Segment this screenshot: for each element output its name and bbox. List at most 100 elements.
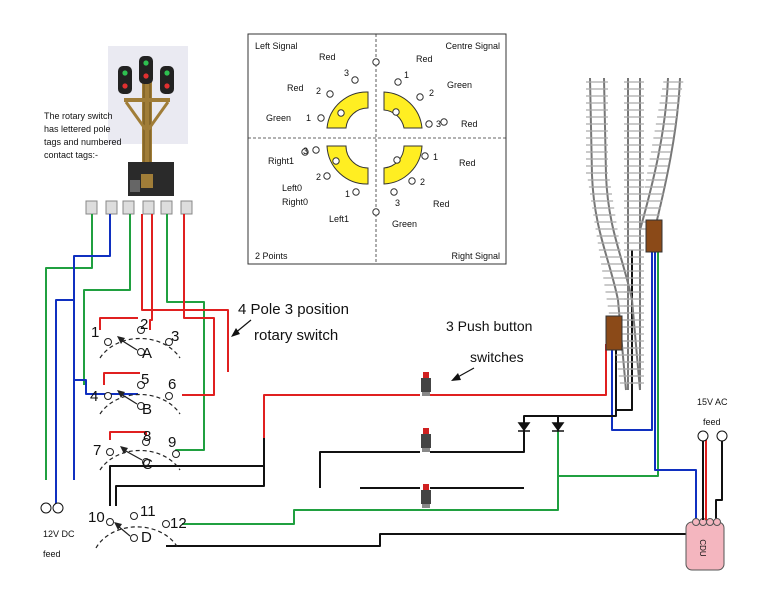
left-signal-head: [118, 66, 132, 94]
diodes: [517, 422, 565, 432]
rotary-switch-title-1: 4 Pole 3 position: [238, 301, 349, 318]
diode-1: [517, 422, 531, 432]
sleepers: [586, 81, 684, 384]
inset-label: Red: [287, 83, 304, 93]
wire-green-4: [182, 430, 559, 525]
contact-10-label: 10: [88, 509, 105, 526]
inset-label: 3: [395, 198, 400, 208]
inset-label: Red: [433, 199, 450, 209]
dc-feed-label-2: feed: [43, 549, 61, 559]
inset-label: 2: [429, 88, 434, 98]
push-button-2: [421, 428, 431, 452]
point-motor-1: [605, 315, 623, 351]
inset-label: 2: [420, 177, 425, 187]
wire-black-9: [166, 533, 696, 547]
inset-label: 1: [433, 152, 438, 162]
contact-8-label: 8: [143, 428, 151, 445]
contact-11-label: 11: [140, 503, 156, 520]
inset-label: 1: [345, 189, 350, 199]
wire-red-8: [430, 344, 607, 396]
wafer-segment-points: [326, 145, 369, 185]
inset-label: Green: [392, 219, 417, 229]
ac-feed-label-2: feed: [703, 417, 721, 427]
wire-red-6: [103, 372, 140, 385]
inset-title-right-signal: Right Signal: [451, 251, 500, 261]
contact-5-label: 5: [141, 371, 149, 388]
push-button-1: [421, 372, 431, 396]
push-buttons-title-2: switches: [470, 349, 524, 365]
inset-label: Right1: [268, 156, 294, 166]
cdu-label: CDU: [698, 539, 707, 557]
inset-label: Green: [266, 113, 291, 123]
inset-label: Left1: [329, 214, 349, 224]
inset-label: 3: [344, 68, 349, 78]
rotary-switch-title-2: rotary switch: [254, 327, 338, 344]
contact-12-label: 12: [170, 515, 187, 532]
wafer-segment-left-signal: [326, 91, 369, 129]
dc-feed-label-1: 12V DC: [43, 529, 75, 539]
centre-signal-head: [139, 56, 153, 84]
wire-black-1: [109, 460, 265, 506]
rotary-switch: 1 2 3 A 4 5 6 B 7: [88, 316, 187, 549]
inset-label: 1: [404, 70, 409, 80]
ac-feed: [697, 430, 728, 520]
wire-black-11: [715, 440, 723, 520]
pole-a-label: A: [142, 345, 152, 362]
inset-label: 1: [306, 113, 311, 123]
pole-b-label: B: [142, 401, 152, 418]
inset-label: Red: [319, 52, 336, 62]
wafer-contacts: [301, 58, 448, 216]
inset-title-centre-signal: Centre Signal: [445, 41, 500, 51]
push-buttons-title-1: 3 Push button: [446, 318, 532, 334]
inset-title-points: 2 Points: [255, 251, 288, 261]
contact-7-label: 7: [93, 442, 101, 459]
dc-feed: [40, 502, 64, 514]
wire-blue-1: [73, 214, 111, 480]
inset-label: 3: [303, 146, 308, 156]
wafer-segment-centre-signal: [383, 91, 423, 129]
inset-label: Left0: [282, 183, 302, 193]
wire-blue-4: [611, 250, 653, 431]
inset-label: 2: [316, 172, 321, 182]
pole-b: 4 5 6 B: [90, 371, 181, 418]
cdu-terminals: [692, 518, 721, 526]
wire-blue-3: [74, 379, 138, 395]
inset-label: 3: [436, 119, 441, 129]
inset-frame: [247, 33, 507, 265]
signal-mast: [108, 46, 188, 196]
signal-post: [142, 82, 152, 178]
signal-tags: [85, 200, 193, 215]
contact-2-label: 2: [140, 316, 148, 333]
inset-label: Red: [416, 54, 433, 64]
contact-3-label: 3: [171, 328, 179, 345]
contact-1-label: 1: [91, 324, 99, 341]
inset-label: 2: [316, 86, 321, 96]
contact-4-label: 4: [90, 388, 98, 405]
inset-label: Green: [447, 80, 472, 90]
rotary-wafer-inset: Left Signal Centre Signal 2 Points Right…: [247, 33, 507, 265]
pole-c-label: C: [142, 456, 153, 473]
intro-line-4: contact tags:-: [44, 150, 98, 160]
inset-label: Red: [461, 119, 478, 129]
intro-note: The rotary switch has lettered pole tags…: [44, 111, 122, 160]
diode-2: [551, 422, 565, 432]
intro-line-1: The rotary switch: [44, 111, 113, 121]
contact-9-label: 9: [168, 434, 176, 451]
pole-d: 10 11 12 D: [88, 503, 187, 549]
wire-red-4: [99, 317, 138, 330]
wire-blue-5: [654, 250, 697, 520]
pole-a: 1 2 3 A: [91, 316, 181, 362]
ac-feed-label-1: 15V AC: [697, 397, 728, 407]
inset-label: Red: [459, 158, 476, 168]
right-signal-head: [160, 66, 174, 94]
wire-green-1: [45, 214, 93, 480]
push-arrow-icon: [451, 367, 475, 381]
pole-d-label: D: [141, 529, 152, 546]
inset-title-left-signal: Left Signal: [255, 41, 298, 51]
wire-red-3: [182, 214, 215, 396]
inset-label: Right0: [282, 197, 308, 207]
contact-6-label: 6: [168, 376, 176, 393]
wire-black-3: [319, 451, 420, 488]
wire-black-2: [115, 438, 265, 506]
pole-c: 7 8 9 C: [93, 428, 181, 473]
